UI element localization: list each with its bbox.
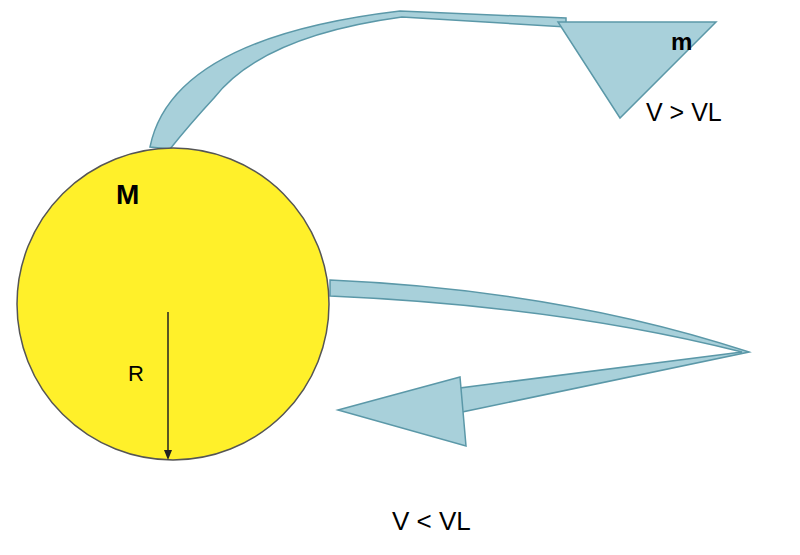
speed-condition: V > VL <box>646 100 722 125</box>
mass-label: M <box>116 181 139 209</box>
planet-circle: MR <box>16 147 330 461</box>
radius-label: R <box>128 363 144 385</box>
radius-line <box>167 312 169 452</box>
planet-outline <box>16 147 330 461</box>
radius-arrowhead <box>164 450 172 460</box>
body-mass-label: m <box>671 30 692 54</box>
planet-disc <box>17 148 329 460</box>
speed-condition: V < VL <box>392 508 471 534</box>
escape-arrow-body <box>150 11 566 149</box>
return-arrow-body <box>330 280 749 412</box>
return-arrow-head <box>338 377 466 446</box>
